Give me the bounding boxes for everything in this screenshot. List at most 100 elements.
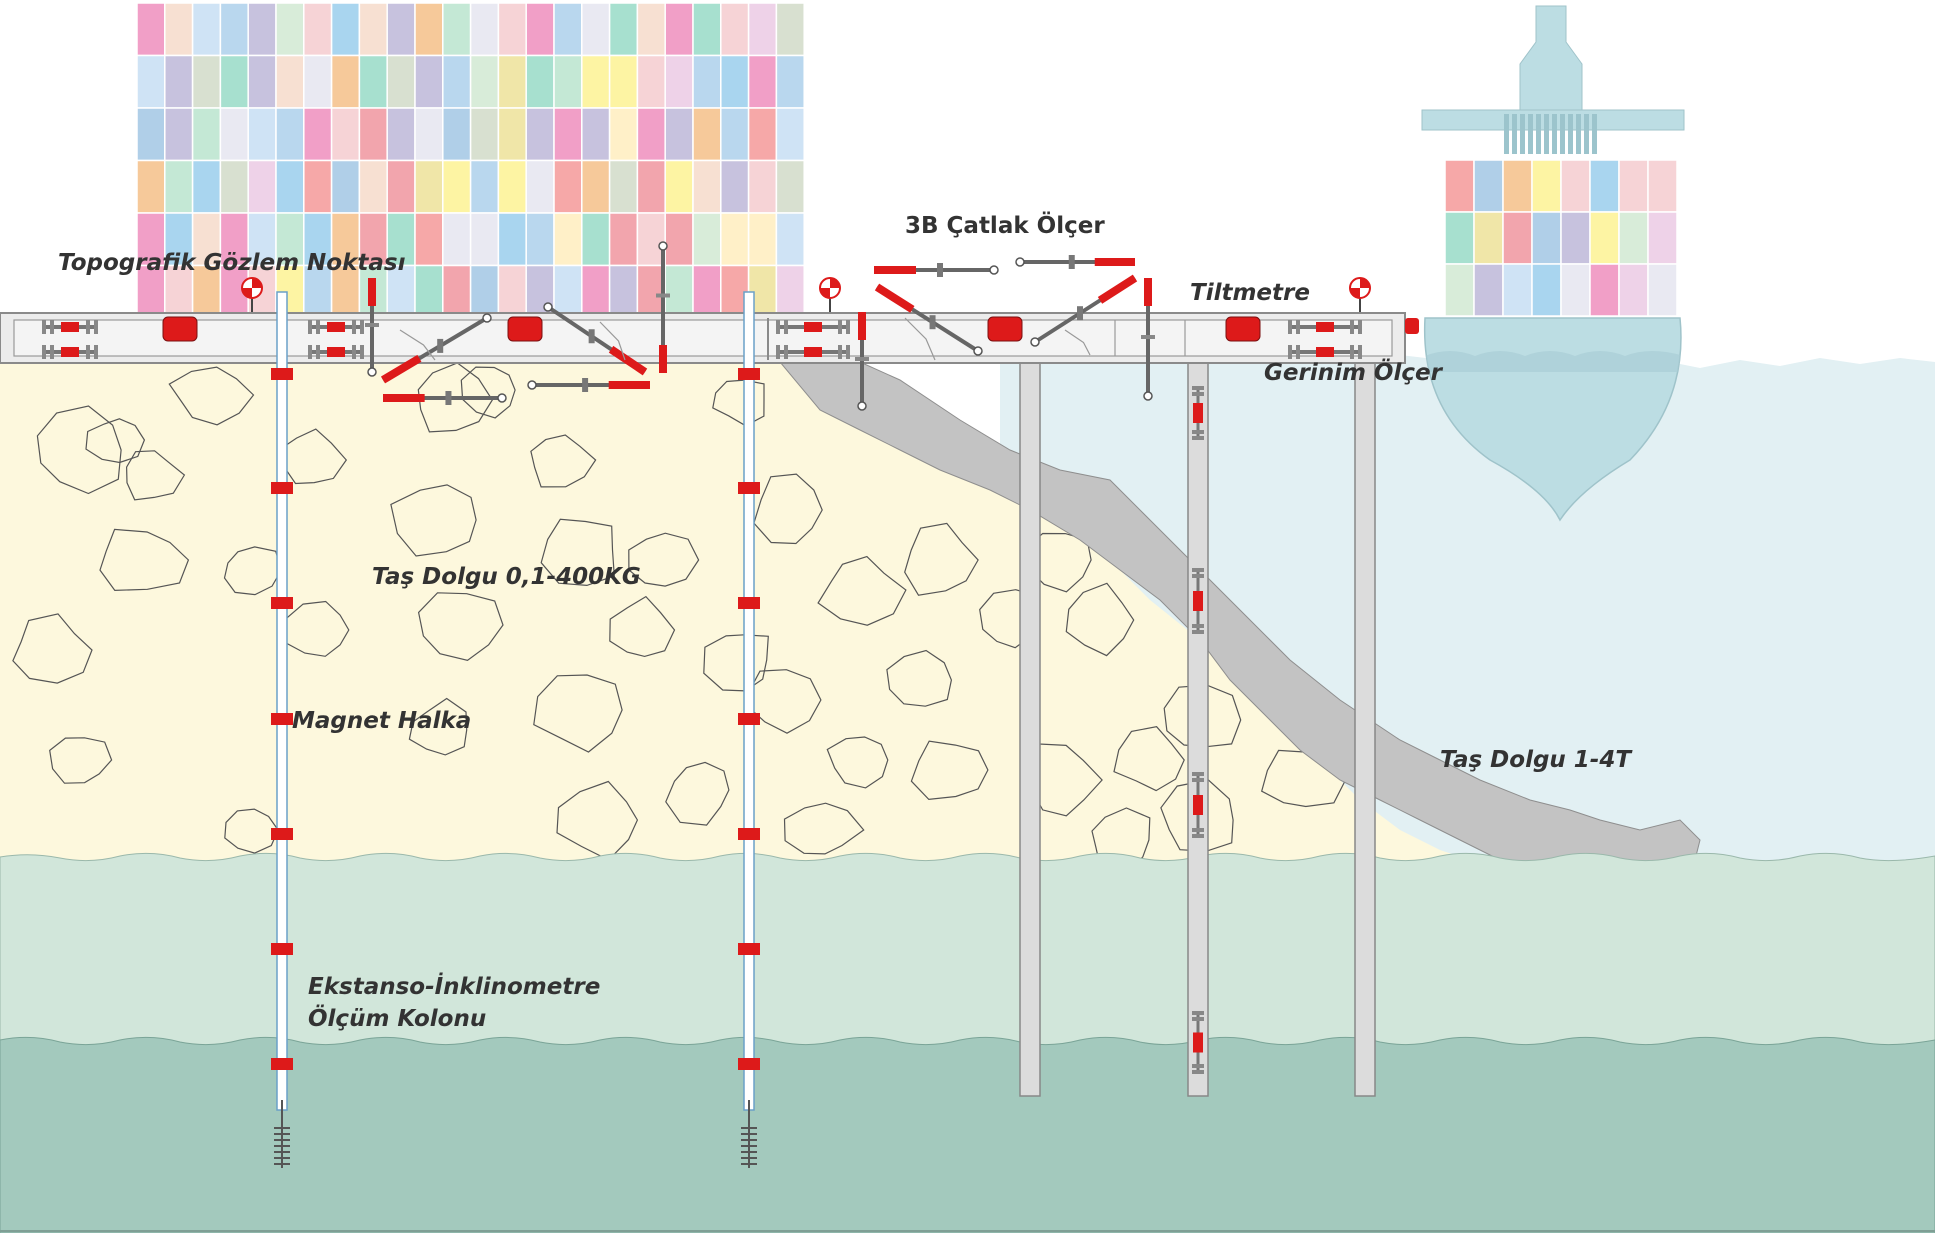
bridge-window	[1568, 114, 1573, 154]
strain-rod	[308, 345, 364, 359]
label-topo: Topografik Gözlem Noktası	[58, 250, 406, 276]
container	[553, 2, 583, 57]
ship-container	[1618, 211, 1649, 265]
rock	[49, 737, 113, 784]
ship-container	[1531, 159, 1562, 213]
ship-container	[1589, 263, 1620, 317]
container	[164, 159, 194, 214]
strain-gauge-icon	[1192, 568, 1204, 634]
container	[164, 107, 194, 162]
extenso-inclinometer-columns	[271, 291, 760, 1168]
container	[664, 212, 694, 267]
container	[692, 107, 722, 162]
container	[720, 107, 750, 162]
bridge-window	[1536, 114, 1541, 154]
ship-container	[1444, 211, 1475, 265]
rock	[910, 740, 989, 801]
rock	[99, 528, 190, 592]
bridge-window	[1528, 114, 1533, 154]
strain-rod	[1288, 345, 1362, 359]
container	[442, 159, 472, 214]
ship-container	[1473, 263, 1504, 317]
container	[330, 2, 361, 57]
container	[386, 54, 416, 109]
label-strain: Gerinim Ölçer	[1264, 358, 1444, 386]
container	[164, 54, 194, 109]
bridge-window	[1520, 114, 1525, 154]
container	[581, 2, 611, 57]
label-crack3d: 3B Çatlak Ölçer	[905, 211, 1105, 239]
ship-container	[1531, 263, 1562, 317]
container	[553, 159, 583, 214]
ship-container	[1589, 211, 1620, 265]
container	[747, 212, 778, 267]
container	[525, 2, 555, 57]
container-stack	[137, 2, 805, 319]
container	[442, 212, 472, 267]
bridge-window	[1552, 114, 1557, 154]
deck-inner	[13, 319, 1393, 357]
rock	[408, 697, 468, 756]
rock	[886, 649, 953, 707]
container	[275, 159, 305, 214]
container	[275, 212, 305, 267]
deck-crack	[904, 317, 936, 361]
rock	[390, 484, 477, 557]
label-extenso-1: Ekstanso-İnklinometre	[308, 972, 600, 1000]
measurement-column	[271, 291, 293, 1168]
crack-meter-icon	[1030, 274, 1138, 347]
crack-meter-icon	[656, 241, 670, 373]
magnet-ring-icon	[738, 828, 760, 840]
container	[553, 107, 583, 162]
rock	[85, 418, 146, 464]
container	[358, 54, 388, 109]
tiltmeter-icon	[507, 316, 543, 342]
container	[275, 107, 305, 162]
container	[497, 2, 527, 57]
container	[747, 54, 778, 109]
container	[692, 159, 722, 214]
container	[775, 107, 805, 162]
container	[664, 107, 694, 162]
container	[386, 264, 416, 319]
container	[247, 107, 277, 162]
crack-meter-icon	[874, 283, 983, 356]
container	[303, 54, 333, 109]
container	[664, 159, 694, 214]
strain-rod	[308, 320, 364, 334]
container	[386, 159, 416, 214]
container	[525, 212, 555, 267]
container	[442, 264, 472, 319]
rock	[168, 366, 255, 426]
ship-containers	[1444, 159, 1678, 317]
label-tilt: Tiltmetre	[1190, 280, 1310, 306]
container	[775, 264, 805, 319]
container	[581, 107, 611, 162]
container	[692, 212, 722, 267]
container	[636, 212, 666, 267]
container	[497, 212, 527, 267]
container	[608, 54, 639, 109]
rock	[530, 434, 597, 488]
survey-target-icon	[819, 277, 841, 312]
crack-meter-icon	[383, 391, 507, 405]
magnet-ring-icon	[271, 1058, 293, 1070]
bridge-window	[1584, 114, 1589, 154]
container	[608, 264, 639, 319]
container	[497, 159, 527, 214]
bridge-windows	[1504, 114, 1597, 154]
container	[137, 2, 166, 57]
rock	[36, 405, 122, 495]
container	[414, 212, 444, 267]
container	[219, 212, 249, 267]
container	[608, 107, 639, 162]
ship-container	[1502, 211, 1533, 265]
soil-layer-deep	[0, 1036, 1935, 1233]
container	[330, 264, 361, 319]
rock	[783, 802, 865, 855]
container	[553, 264, 583, 319]
strain-gauge-icon	[1192, 1011, 1204, 1074]
rock	[904, 522, 979, 596]
rock	[753, 473, 823, 545]
